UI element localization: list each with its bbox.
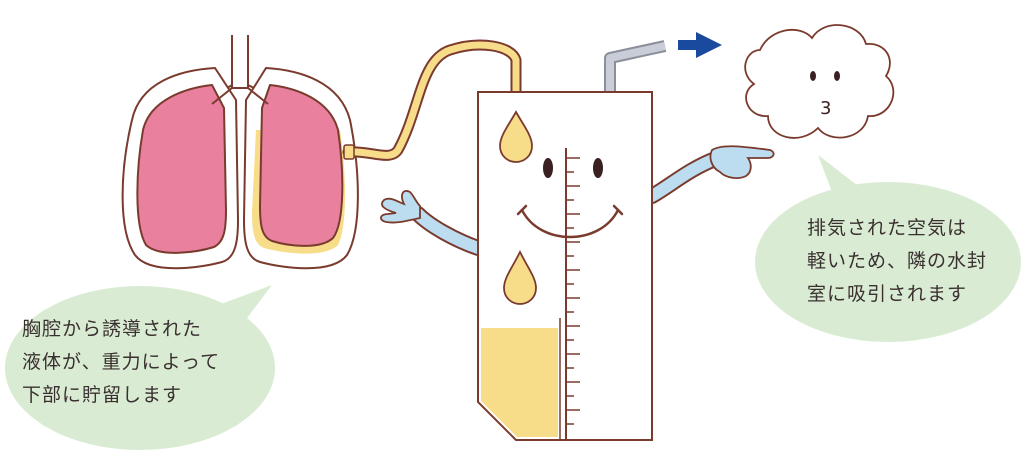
right-bubble-line: 軽いため、隣の水封 [807, 250, 988, 272]
left-bubble-text: 胸腔から誘導された 液体が、重力によって 下部に貯留します [22, 313, 220, 412]
right-bubble-line: 排気された空気は [807, 217, 968, 239]
left-eye [543, 158, 553, 178]
left-bubble-line: 下部に貯留します [22, 384, 183, 406]
right-bubble-line: 室に吸引されます [807, 283, 968, 305]
right-eye [593, 158, 603, 178]
air-flow-arrow [678, 32, 722, 58]
fluid-drop-top [499, 110, 533, 163]
collection-chamber [477, 91, 653, 441]
cloud-right-eye [834, 71, 840, 81]
collected-fluid [481, 328, 558, 437]
left-speech-bubble [5, 285, 275, 450]
left-bubble-line: 液体が、重力によって [22, 351, 221, 373]
right-speech-bubble [755, 155, 1021, 342]
air-cloud: 3 [744, 24, 895, 139]
cloud-left-eye [810, 71, 816, 81]
measurement-scale [566, 157, 580, 425]
left-bubble-line: 胸腔から誘導された [22, 318, 203, 340]
cloud-mouth-label: 3 [820, 98, 831, 119]
left-lung [136, 84, 227, 254]
smile [520, 208, 620, 239]
right-arm [644, 145, 775, 204]
exhaust-tube [604, 40, 667, 98]
pointing-hand [709, 145, 775, 179]
right-lung [259, 84, 344, 247]
lungs [121, 35, 359, 270]
left-hand [380, 190, 421, 224]
drainage-tube [342, 39, 522, 161]
left-arm [380, 190, 486, 256]
fluid-drop-bottom [503, 249, 537, 305]
right-bubble-text: 排気された空気は 軽いため、隣の水封 室に吸引されます [807, 212, 987, 311]
